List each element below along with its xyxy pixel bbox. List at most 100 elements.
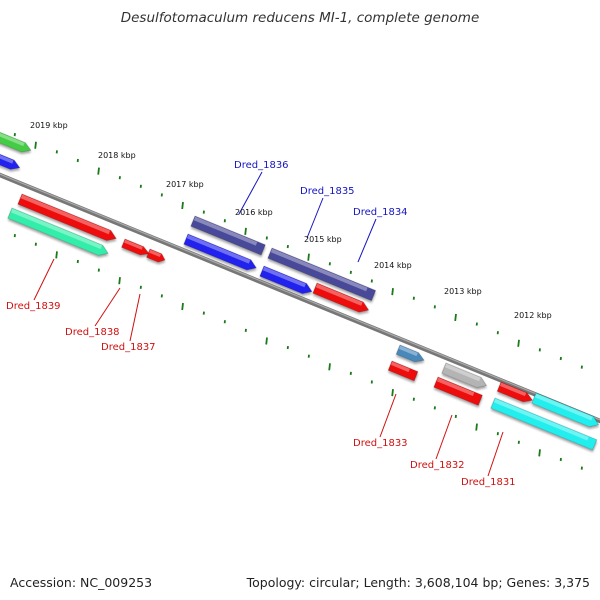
topology-text: Topology: circular; Length: 3,608,104 bp…	[246, 575, 590, 590]
gene-arrow-sheen	[499, 382, 527, 397]
major-tick	[538, 449, 541, 457]
gene-arrow-sheen	[0, 129, 25, 147]
accession-text: Accession: NC_009253	[10, 575, 153, 590]
gene-feature[interactable]	[0, 128, 33, 155]
leader-line	[33, 258, 55, 301]
gene-label[interactable]: Dred_1833	[353, 438, 408, 449]
major-tick	[97, 167, 100, 175]
gene-arrow[interactable]	[190, 215, 266, 256]
gene-arrow[interactable]	[121, 238, 151, 258]
gene-feature[interactable]	[496, 381, 534, 405]
major-tick	[265, 337, 268, 345]
gene-arrow-sheen	[0, 151, 14, 164]
gene-feature[interactable]	[490, 397, 598, 451]
major-tick	[454, 313, 457, 322]
gene-arrow[interactable]	[312, 282, 371, 315]
gene-arrow[interactable]	[183, 233, 258, 273]
gene-feature[interactable]	[121, 238, 151, 258]
gene-feature[interactable]	[312, 282, 371, 315]
major-tick	[181, 302, 184, 311]
gene-label[interactable]: Dred_1839	[6, 301, 61, 312]
gene-feature[interactable]	[531, 392, 600, 430]
gene-arrow-sheen	[262, 266, 306, 288]
gene-arrow-sheen	[124, 239, 143, 250]
inner-tick-ring	[13, 234, 583, 470]
gene-arrow[interactable]	[0, 150, 22, 172]
label-leader-lines	[33, 171, 504, 477]
gene-arrow[interactable]	[146, 248, 167, 264]
major-tick	[391, 389, 394, 397]
gene-feature[interactable]	[433, 376, 483, 406]
gene-arrow[interactable]	[387, 360, 419, 382]
gene-feature[interactable]	[7, 207, 110, 258]
gene-feature[interactable]	[0, 150, 22, 172]
map-title: Desulfotomaculum reducens MI-1, complete…	[120, 10, 480, 26]
gene-arrow[interactable]	[17, 193, 118, 244]
gene-label[interactable]: Dred_1835	[300, 186, 355, 197]
gene-arrow-sheen	[436, 377, 475, 397]
gene-arrow-sheen	[315, 283, 363, 306]
leader-line	[129, 293, 141, 342]
gene-arrow-sheen	[20, 194, 111, 235]
gene-arrow[interactable]	[267, 247, 377, 302]
leader-line	[487, 431, 504, 477]
gene-arrow-sheen	[390, 361, 410, 373]
major-tick	[307, 253, 310, 261]
gene-feature[interactable]	[183, 233, 258, 273]
gene-label[interactable]: Dred_1831	[461, 477, 516, 488]
gene-arrow[interactable]	[259, 265, 314, 297]
kbp-tick-label: 2018 kbp	[98, 151, 136, 160]
gene-arrow[interactable]	[433, 376, 483, 406]
gene-label[interactable]: Dred_1836	[234, 160, 289, 171]
gene-arrow[interactable]	[395, 344, 426, 365]
gene-feature[interactable]	[190, 215, 266, 256]
major-tick	[328, 363, 331, 371]
feature-track	[0, 128, 600, 451]
gene-arrow-sheen	[398, 345, 418, 357]
gene-label[interactable]: Dred_1837	[101, 342, 156, 353]
gene-feature[interactable]	[395, 344, 426, 365]
backbone-line	[0, 172, 600, 424]
gene-arrow[interactable]	[7, 207, 110, 258]
kbp-tick-label: 2012 kbp	[514, 311, 552, 320]
gene-arrow-sheen	[534, 393, 593, 421]
gene-label[interactable]: Dred_1832	[410, 460, 465, 471]
gene-feature[interactable]	[146, 248, 167, 264]
kbp-tick-label: 2013 kbp	[444, 287, 482, 296]
leader-line	[238, 171, 263, 215]
leader-line	[357, 218, 377, 263]
gene-feature[interactable]	[267, 247, 377, 302]
gene-arrow[interactable]	[490, 397, 598, 451]
gene-arrow-sheen	[270, 248, 368, 292]
major-tick	[34, 141, 37, 149]
gene-feature[interactable]	[17, 193, 118, 244]
leader-line	[379, 393, 397, 438]
gene-arrow-sheen	[193, 216, 258, 246]
gene-arrow[interactable]	[441, 362, 489, 391]
kbp-tick-label: 2014 kbp	[374, 261, 412, 270]
backbone-highlight	[0, 173, 600, 421]
major-tick	[118, 277, 121, 285]
gene-arrow[interactable]	[496, 381, 534, 405]
gene-arrow-sheen	[149, 249, 162, 257]
major-tick	[517, 339, 520, 347]
gene-arrow[interactable]	[0, 128, 33, 155]
leader-line	[94, 287, 121, 327]
gene-label[interactable]: Dred_1834	[353, 207, 408, 218]
gene-arrow[interactable]	[531, 392, 600, 430]
gene-arrow-sheen	[444, 363, 481, 382]
gene-feature[interactable]	[387, 360, 419, 382]
major-tick	[244, 227, 247, 235]
gene-feature[interactable]	[441, 362, 489, 391]
gene-arrow-sheen	[186, 234, 251, 264]
gene-labels: Dred_1836Dred_1835Dred_1834Dred_1839Dred…	[6, 160, 516, 488]
genome-backbone	[0, 172, 600, 424]
leader-line	[435, 414, 453, 460]
gene-feature[interactable]	[259, 265, 314, 297]
leader-line	[306, 197, 324, 239]
major-tick	[55, 251, 58, 259]
kbp-tick-label: 2019 kbp	[30, 121, 68, 130]
gene-label[interactable]: Dred_1838	[65, 327, 120, 338]
